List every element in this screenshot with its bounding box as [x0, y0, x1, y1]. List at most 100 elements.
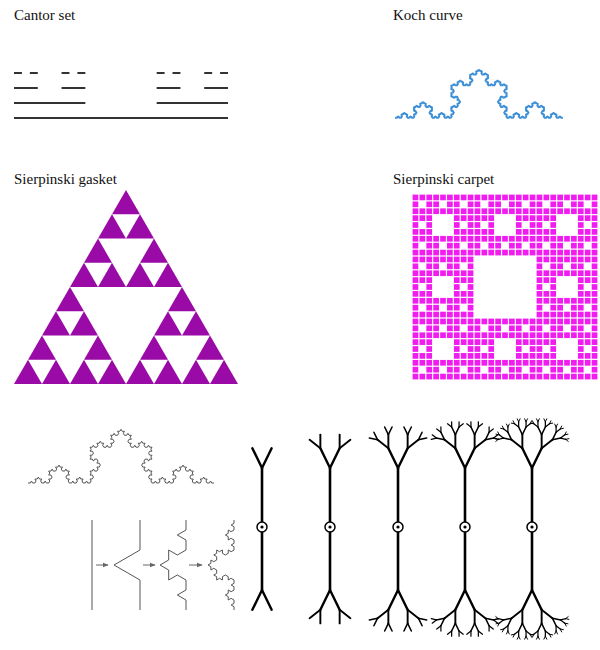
carpet-cell — [571, 236, 577, 242]
carpet-cell — [447, 236, 453, 242]
carpet-cell — [537, 319, 543, 325]
dendrite-branch — [513, 634, 514, 637]
dendrite-branch — [565, 434, 568, 436]
carpet-cell — [564, 250, 570, 256]
carpet-cell — [516, 319, 522, 325]
koch-step — [208, 520, 234, 610]
dendrite-branch — [398, 448, 408, 468]
carpet-cell — [592, 346, 598, 352]
carpet-cell — [592, 360, 598, 366]
figure-title: Koch curve — [393, 6, 463, 24]
dendrite-branch — [512, 440, 523, 448]
carpet-cell — [461, 291, 467, 297]
gasket-triangle — [140, 238, 168, 262]
dendrite-branch — [319, 435, 321, 449]
dendrite-branch — [475, 623, 479, 631]
dendrite-branch — [467, 424, 471, 427]
carpet-cell — [537, 195, 543, 201]
carpet-cell — [488, 353, 494, 359]
carpet-cell — [433, 270, 439, 276]
dendrite-branch — [519, 427, 523, 435]
carpet-cell — [537, 270, 543, 276]
carpet-cell — [426, 229, 432, 235]
cantor-segment — [157, 102, 228, 104]
carpet-cell — [578, 346, 584, 352]
dendrite-branch — [319, 610, 321, 624]
carpet-cell — [440, 319, 446, 325]
cell-nucleus — [530, 525, 533, 528]
carpet-cell — [447, 257, 453, 263]
carpet-cell — [557, 243, 563, 249]
dendrite-branch — [565, 623, 568, 625]
carpet-cell — [571, 319, 577, 325]
dendrite-branch — [519, 623, 523, 631]
carpet-cell — [447, 367, 453, 373]
figure-title: Sierpinski gasket — [14, 170, 117, 188]
carpet-cell — [419, 360, 425, 366]
carpet-cell — [488, 339, 494, 345]
carpet-cell — [550, 284, 556, 290]
dendrite-branch — [507, 626, 508, 631]
dendrite-branch — [556, 429, 560, 432]
carpet-cell — [419, 257, 425, 263]
dendrite-branch — [494, 435, 498, 438]
carpet-cell — [475, 332, 481, 338]
carpet-cell — [475, 236, 481, 242]
carpet-cell — [550, 346, 556, 352]
carpet-cell — [516, 325, 522, 331]
carpet-cell — [537, 236, 543, 242]
carpet-cell — [426, 195, 432, 201]
carpet-cell — [447, 305, 453, 311]
dendrite-branch — [545, 631, 549, 634]
carpet-cell — [481, 332, 487, 338]
carpet-cell — [516, 339, 522, 345]
carpet-cell — [454, 312, 460, 318]
carpet-cell — [592, 257, 598, 263]
carpet-cell — [592, 291, 598, 297]
carpet-cell — [530, 208, 536, 214]
carpet-cell — [585, 339, 591, 345]
carpet-cell — [413, 291, 419, 297]
carpet-cell — [578, 250, 584, 256]
carpet-cell — [454, 339, 460, 345]
gasket-triangle — [126, 263, 154, 287]
dendrite-branch — [556, 631, 557, 634]
carpet-cell — [516, 360, 522, 366]
carpet-cell — [454, 229, 460, 235]
carpet-cell — [537, 298, 543, 304]
dendrite-branch — [532, 448, 542, 468]
carpet-cell — [447, 332, 453, 338]
carpet-cell — [447, 201, 453, 207]
cantor-segment — [157, 72, 165, 74]
carpet-cell — [433, 312, 439, 318]
koch-step — [92, 520, 93, 610]
carpet-cell — [557, 298, 563, 304]
carpet-cell — [426, 291, 432, 297]
carpet-cell — [468, 263, 474, 269]
carpet-cell — [426, 312, 432, 318]
carpet-cell — [537, 305, 543, 311]
dendrite-branch — [519, 636, 520, 639]
dendrite-branch — [418, 438, 426, 440]
carpet-cell — [578, 312, 584, 318]
carpet-cell — [550, 312, 556, 318]
carpet-cell — [488, 332, 494, 338]
dendrite-branch — [320, 590, 330, 610]
carpet-cell — [468, 229, 474, 235]
carpet-cell — [495, 195, 501, 201]
carpet-cell — [592, 374, 598, 380]
carpet-cell — [530, 325, 536, 331]
carpet-cell — [461, 360, 467, 366]
dendrite-branch — [455, 590, 465, 610]
cell-nucleus — [328, 525, 331, 528]
carpet-cell — [426, 319, 432, 325]
carpet-cell — [592, 367, 598, 373]
carpet-cell — [502, 319, 508, 325]
dendrite-branch — [388, 448, 398, 468]
carpet-cell — [468, 270, 474, 276]
carpet-cell — [550, 208, 556, 214]
carpet-cell — [413, 257, 419, 263]
dendrite-branch — [498, 438, 503, 439]
carpet-cell — [578, 325, 584, 331]
